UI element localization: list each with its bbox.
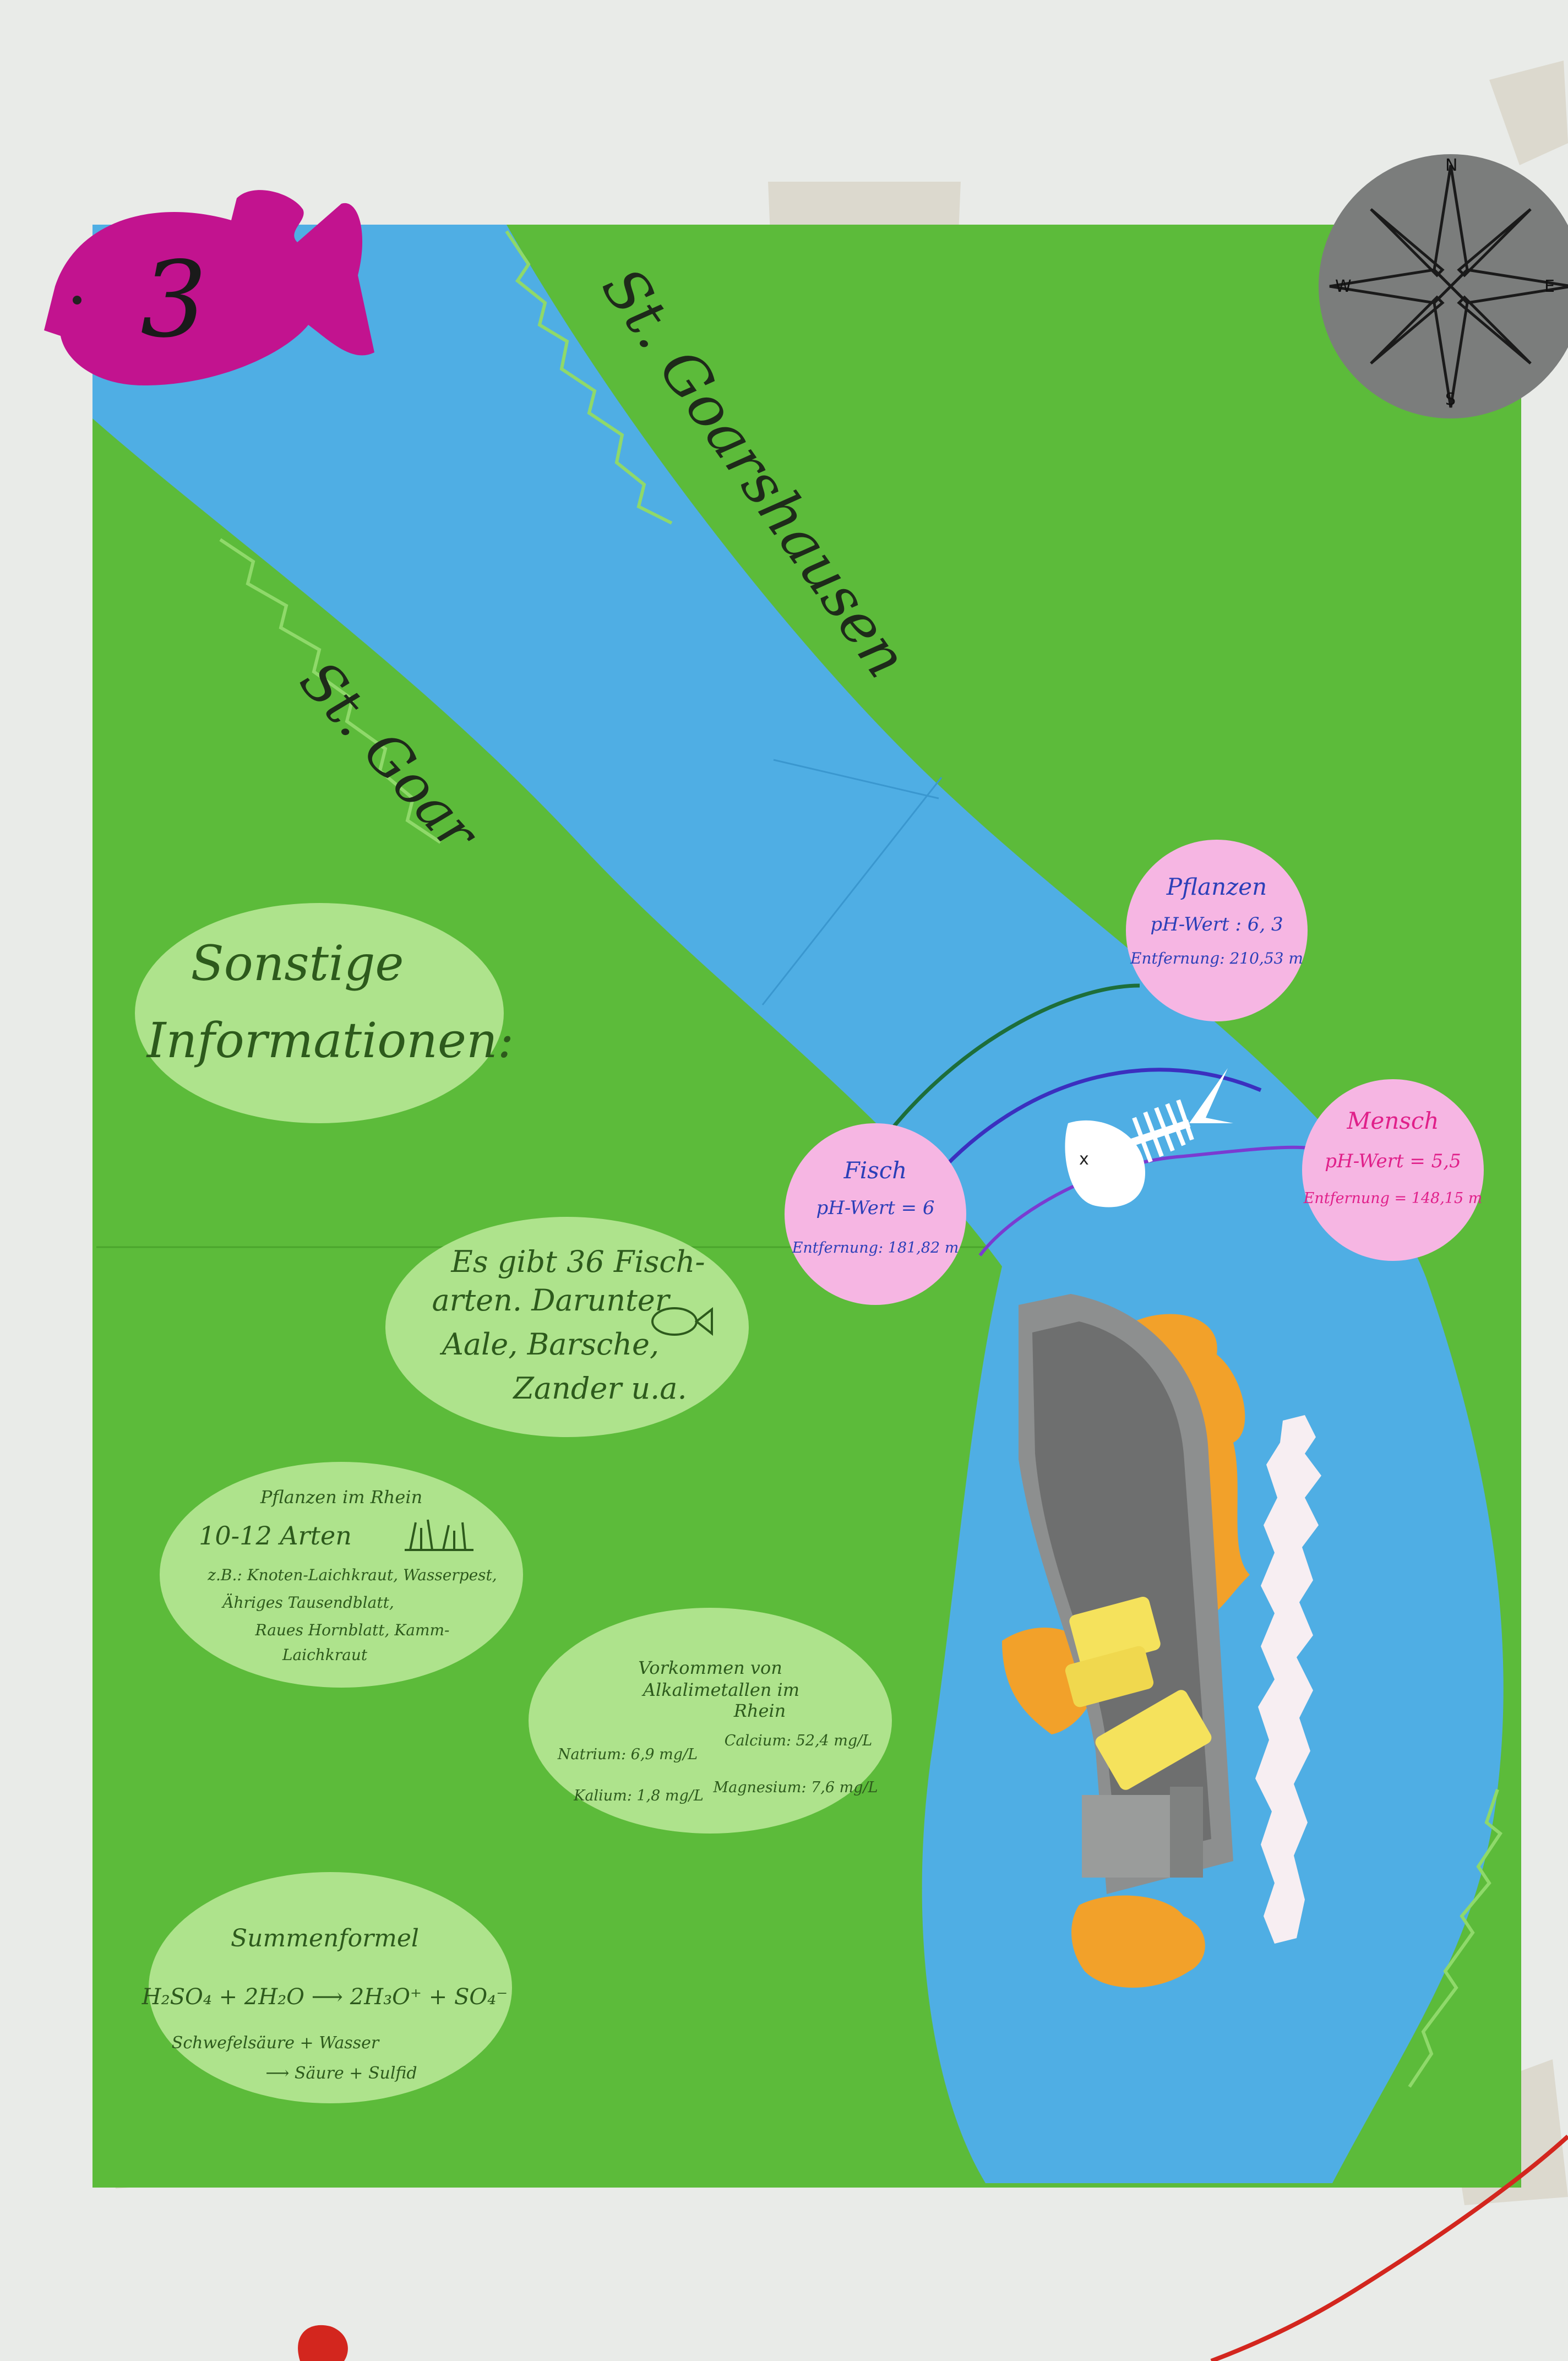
info-plants-line3: Raues Hornblatt, Kamm-: [254, 1621, 449, 1639]
station-fisch-distance: Entfernung: 181,82 m: [792, 1239, 959, 1256]
station-pflanzen-title: Pflanzen: [1166, 873, 1267, 900]
station-pflanzen-distance: Entfernung: 210,53 m: [1130, 949, 1303, 967]
small-fish-icon: [651, 1307, 713, 1336]
red-magnet: [298, 2325, 348, 2361]
info-plants-oval: Pflanzen im Rhein 10-12 Arten z.B.: Knot…: [160, 1462, 523, 1688]
compass-w: W: [1335, 277, 1352, 296]
river-seam-2: [761, 777, 943, 1005]
info-metals-oval: Vorkommen von Alkalimetallen im Rhein Na…: [529, 1608, 892, 1834]
station-pflanzen-ph: pH-Wert : 6, 3: [1150, 913, 1283, 935]
info-metals-title3: Rhein: [733, 1700, 786, 1721]
info-plants-line2: Ähriges Tausendblatt,: [221, 1593, 394, 1612]
info-plants-count: 10-12 Arten: [199, 1521, 352, 1551]
info-metals-calcium: Calcium: 52,4 mg/L: [725, 1732, 872, 1749]
station-mensch: Mensch pH-Wert = 5,5 Entfernung = 148,15…: [1302, 1079, 1484, 1261]
grass-fringe-east: [505, 230, 1503, 2088]
station-pflanzen: Pflanzen pH-Wert : 6, 3 Entfernung: 210,…: [1126, 840, 1308, 1021]
fish-badge: 3: [44, 190, 374, 385]
station-fisch-title: Fisch: [843, 1157, 907, 1184]
station-mensch-ph: pH-Wert = 5,5: [1325, 1150, 1461, 1172]
info-plants-line1: z.B.: Knoten-Laichkraut, Wasserpest,: [207, 1566, 497, 1584]
info-fish-line2: arten. Darunter: [432, 1283, 671, 1318]
info-metals-title2: Alkalimetallen im: [641, 1679, 799, 1700]
fish-skeleton-icon: x: [1065, 1068, 1233, 1207]
info-heading-line2: Informationen:: [146, 1012, 514, 1069]
grass-fringe-west: [219, 538, 442, 844]
station-mensch-distance: Entfernung = 148,15 m: [1303, 1190, 1483, 1207]
info-metals-kalium: Kalium: 1,8 mg/L: [573, 1787, 704, 1804]
orange-paper-back: [1071, 1895, 1205, 1988]
info-fish-line1: Es gibt 36 Fisch-: [450, 1244, 705, 1279]
fish-badge-number: 3: [140, 239, 207, 361]
info-formula-words1: Schwefelsäure + Wasser: [172, 2033, 380, 2053]
cargo-crate-3: [1095, 1690, 1212, 1790]
info-formula-title: Summenformel: [231, 1924, 419, 1952]
info-formula-equation: H₂SO₄ + 2H₂O ⟶ 2H₃O⁺ + SO₄⁻: [141, 1984, 508, 2010]
compass-s: S: [1445, 390, 1456, 409]
info-plants-line4: Laichkraut: [282, 1646, 368, 1664]
fish-eye: [73, 296, 81, 304]
info-metals-title1: Vorkommen von: [638, 1657, 782, 1678]
info-formula-words2: ⟶ Säure + Sulfid: [265, 2064, 417, 2083]
info-fish-line4: Zander u.a.: [512, 1371, 687, 1406]
compass-n: N: [1445, 156, 1457, 175]
info-formula-oval: Summenformel H₂SO₄ + 2H₂O ⟶ 2H₃O⁺ + SO₄⁻…: [141, 1872, 512, 2103]
river-seam: [773, 759, 939, 799]
station-fisch: Fisch pH-Wert = 6 Entfernung: 181,82 m: [785, 1123, 966, 1305]
info-heading-oval: Sonstige Informationen:: [135, 903, 514, 1123]
ship-cabin-side: [1170, 1787, 1203, 1878]
compass-e: E: [1544, 277, 1555, 296]
info-heading-line1: Sonstige: [190, 935, 404, 992]
ship-model: [1019, 1294, 1233, 1894]
fish-eye-x: x: [1079, 1150, 1089, 1169]
station-fisch-ph: pH-Wert = 6: [816, 1197, 935, 1219]
cargo-crate-2: [1065, 1646, 1154, 1707]
info-fish-oval: Es gibt 36 Fisch- arten. Darunter Aale, …: [385, 1217, 749, 1437]
info-metals-magnesium: Magnesium: 7,6 mg/L: [713, 1779, 878, 1796]
contour-line-fish: [978, 1145, 1311, 1256]
station-mensch-title: Mensch: [1346, 1107, 1439, 1134]
foam-wake: [1255, 1415, 1321, 1944]
contour-line-human: [943, 1068, 1262, 1169]
info-plants-title: Pflanzen im Rhein: [260, 1487, 422, 1508]
info-fish-line3: Aale, Barsche,: [439, 1327, 659, 1362]
compass-rose: N E S W: [1319, 154, 1568, 418]
plants-icon: [405, 1519, 473, 1551]
info-metals-natrium: Natrium: 6,9 mg/L: [557, 1746, 698, 1763]
red-thread: [1210, 2135, 1568, 2361]
contour-line-plants: [890, 983, 1140, 1130]
